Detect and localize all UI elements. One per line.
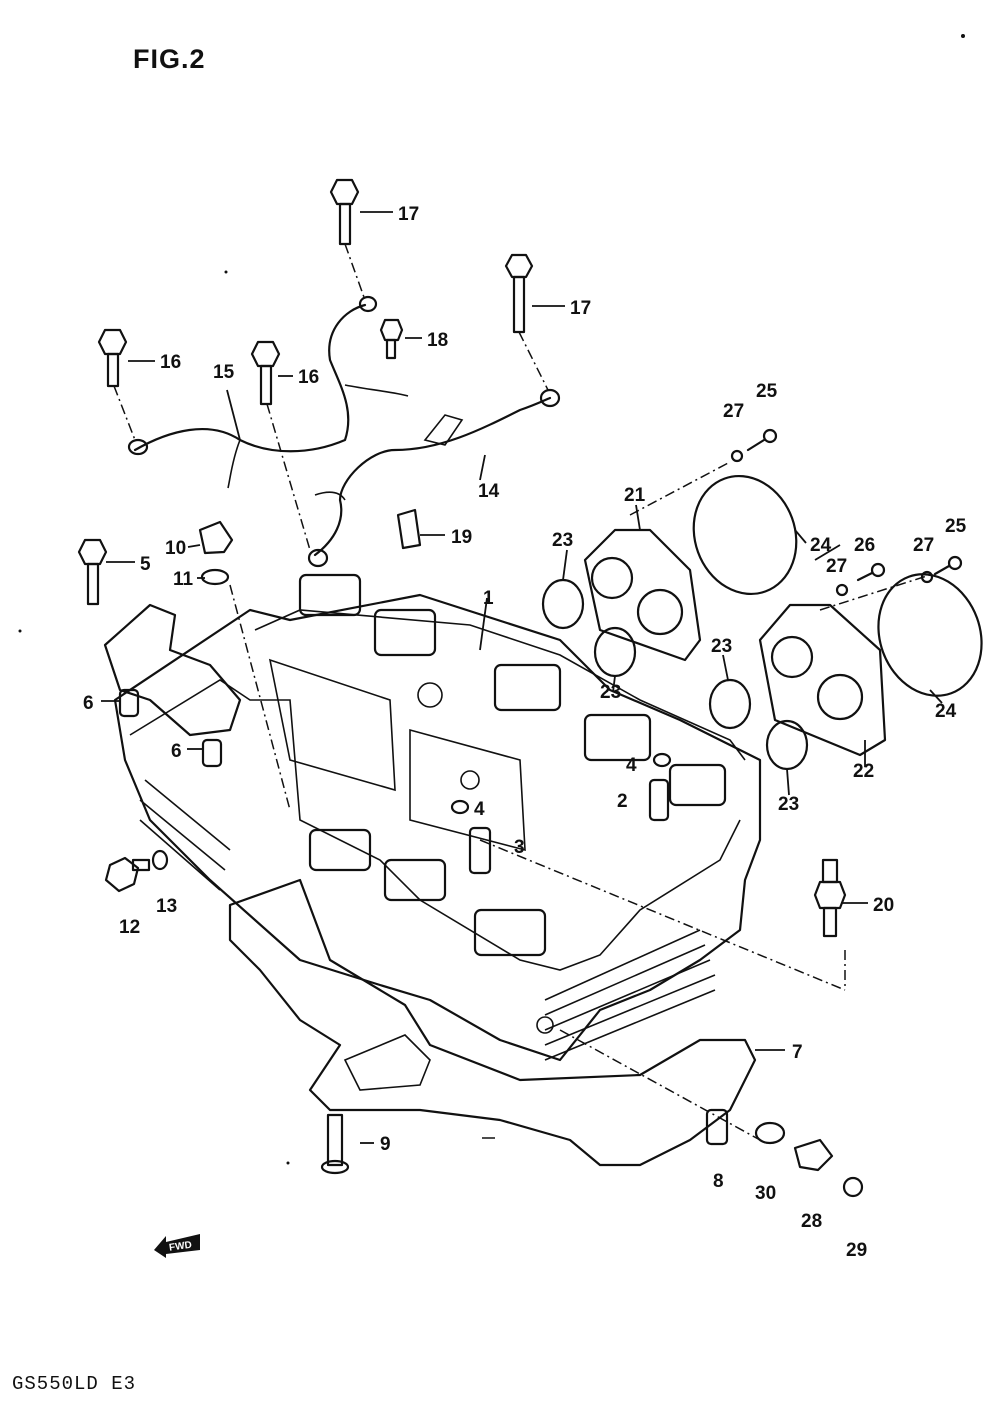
bolt-18 — [379, 318, 404, 360]
callout-25: 25 — [756, 381, 778, 402]
callout-14: 14 — [478, 481, 500, 502]
callout-29: 29 — [846, 1240, 867, 1261]
callout-25: 25 — [945, 516, 967, 537]
callout-27: 27 — [913, 535, 934, 556]
callout-28: 28 — [801, 1211, 822, 1232]
cam-holder-7 — [383, 858, 447, 902]
bolt-16-left — [97, 328, 128, 388]
o-ring-23-d — [765, 719, 809, 771]
callout-1: 1 — [483, 588, 494, 609]
o-ring-23-a — [541, 578, 585, 630]
bolt-5 — [77, 538, 108, 606]
oil-hose-14 — [313, 396, 552, 557]
oil-hose-15 — [133, 303, 367, 453]
cam-holder-8 — [473, 908, 547, 957]
model-code: GS550LD E3 — [12, 1373, 137, 1395]
bolt-16-center — [250, 340, 281, 406]
cushion-19 — [396, 508, 422, 550]
dowel-6-upper — [118, 688, 140, 718]
o-ring-4-right — [652, 752, 672, 768]
callout-9: 9 — [380, 1134, 391, 1155]
bolt-17-right — [504, 253, 534, 334]
forward-direction-label: FWD — [168, 1240, 192, 1254]
bolt-17-upper — [329, 178, 360, 246]
callout-23: 23 — [778, 794, 799, 815]
screw-26 — [856, 562, 886, 582]
cam-holder-1 — [298, 573, 362, 617]
washer-13 — [151, 849, 169, 871]
screw-25-a — [746, 428, 778, 452]
callout-12: 12 — [119, 917, 140, 938]
intake-pipe-22 — [758, 603, 887, 757]
callout-27: 27 — [723, 401, 744, 422]
callout-27: 27 — [826, 556, 847, 577]
spark-plug-20 — [813, 858, 847, 938]
washer-30 — [754, 1121, 786, 1145]
callout-26: 26 — [854, 535, 875, 556]
bolt-9 — [320, 1113, 350, 1175]
callout-8: 8 — [713, 1171, 724, 1192]
o-ring-23-c — [708, 678, 752, 730]
callout-13: 13 — [156, 896, 177, 917]
callout-20: 20 — [873, 895, 894, 916]
figure-title: FIG.2 — [133, 44, 206, 74]
cam-holder-bracket — [103, 603, 242, 737]
callout-17: 17 — [398, 204, 419, 225]
washer-27-a — [730, 449, 744, 463]
callout-2: 2 — [617, 791, 628, 812]
washer-27-b — [835, 583, 849, 597]
valve-guide-3 — [468, 826, 492, 875]
cylinder-head-body — [113, 593, 762, 1062]
callout-labels: 1 2 2 3 4 4 5 6 6 7 8 9 10 11 12 13 14 1… — [83, 204, 967, 1261]
clamp-24-lower — [877, 573, 983, 697]
o-ring-29 — [842, 1176, 864, 1198]
callout-18: 18 — [427, 330, 448, 351]
head-gasket — [228, 878, 757, 1167]
callout-30: 30 — [755, 1183, 776, 1204]
forward-direction-marker: FWD — [154, 1234, 200, 1258]
plug-28 — [793, 1138, 834, 1172]
callout-16: 16 — [160, 352, 181, 373]
callout-7: 7 — [792, 1042, 803, 1063]
clamp-24-upper — [692, 474, 798, 596]
cam-holder-2 — [373, 608, 437, 657]
callout-17: 17 — [570, 298, 591, 319]
callout-6: 6 — [171, 741, 182, 762]
callout-10: 10 — [165, 538, 186, 559]
cam-holder-6 — [308, 828, 372, 872]
callout-24: 24 — [810, 535, 832, 556]
bolt-12 — [104, 856, 151, 893]
cam-holder-5 — [668, 763, 727, 807]
callout-23: 23 — [552, 530, 573, 551]
callout-15: 15 — [213, 362, 235, 383]
callout-11: 11 — [173, 569, 194, 590]
o-ring-4-center — [450, 799, 470, 815]
washer-27-c — [920, 570, 934, 584]
washer-11 — [200, 568, 230, 586]
callout-23: 23 — [711, 636, 732, 657]
dowel-8 — [705, 1108, 729, 1146]
cam-holder-3 — [493, 663, 562, 712]
callout-6: 6 — [83, 693, 94, 714]
callout-19: 19 — [451, 527, 472, 548]
callout-23: 23 — [600, 682, 621, 703]
callout-4: 4 — [626, 755, 637, 776]
valve-guide-2 — [648, 778, 670, 822]
dowel-6-lower — [201, 738, 223, 768]
callout-24: 24 — [935, 701, 957, 722]
callout-5: 5 — [140, 554, 151, 575]
callout-4: 4 — [474, 799, 485, 820]
cam-holder-4 — [583, 713, 652, 762]
callout-22: 22 — [853, 761, 874, 782]
cap-10 — [198, 520, 234, 555]
intake-pipe-21 — [583, 528, 702, 662]
screw-25-b — [933, 555, 963, 576]
callout-16: 16 — [298, 367, 319, 388]
callout-21: 21 — [624, 485, 646, 506]
callout-3: 3 — [514, 837, 525, 858]
